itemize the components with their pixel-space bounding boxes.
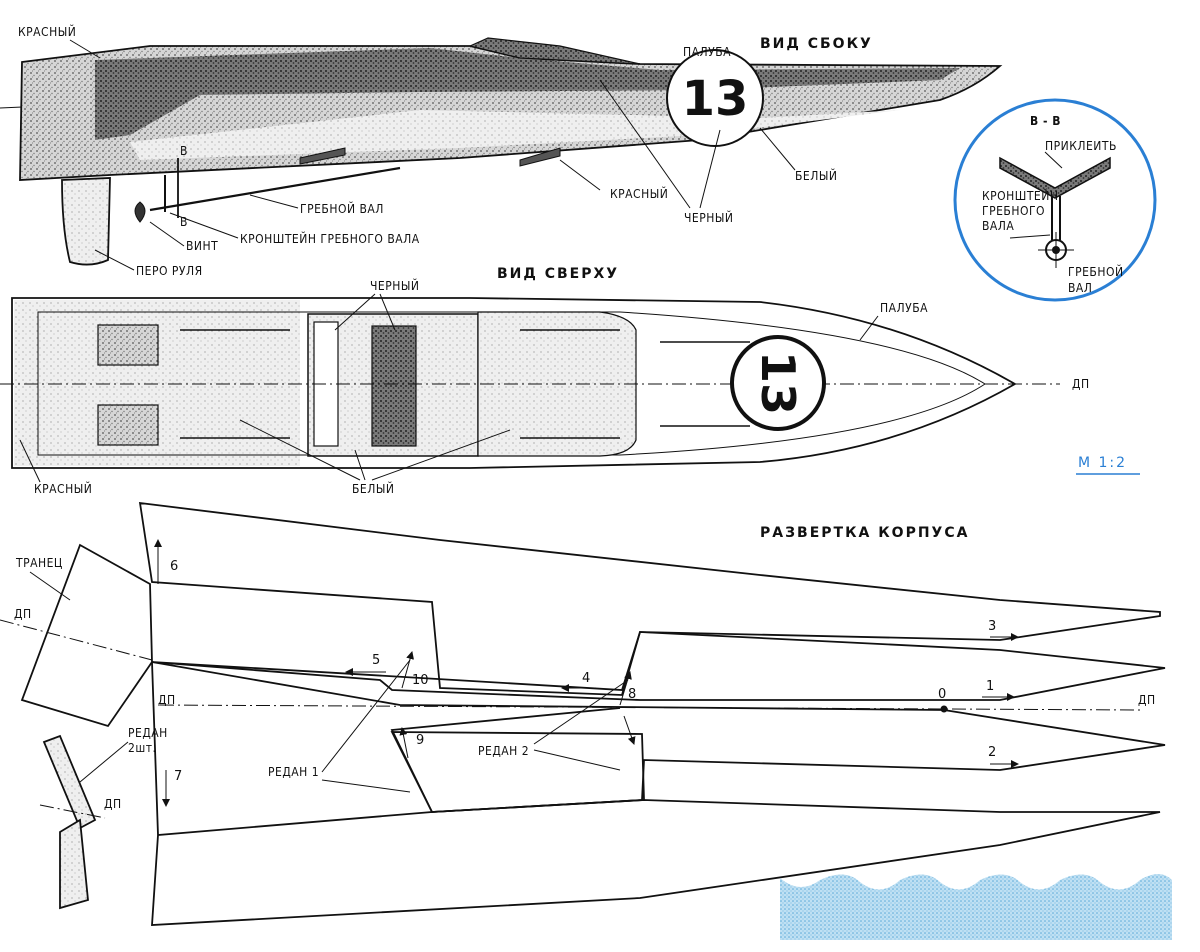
hull-upper-panel	[138, 501, 1161, 696]
label-n6: 6	[170, 559, 178, 574]
section-detail: В - В ПРИКЛЕИТЬ КРОНШТЕЙН ГРЕБНОГО ВАЛА …	[953, 98, 1157, 302]
title-side-view: ВИД СБОКУ	[760, 36, 873, 52]
arrow-redan2-down	[623, 715, 636, 745]
label-red-side: КРАСНЫЙ	[18, 24, 76, 39]
title-top-view: ВИД СВЕРХУ	[497, 266, 619, 282]
label-two-pcs: 2шт.	[128, 741, 156, 755]
boat-number-top: 13	[751, 351, 805, 415]
label-redan-2: РЕДАН 2	[478, 744, 529, 758]
label-red2-side: КРАСНЫЙ	[610, 186, 668, 201]
label-white-top: БЕЛЫЙ	[352, 481, 394, 496]
cockpit-black-seat	[371, 325, 417, 447]
label-redan-1: РЕДАН 1	[268, 765, 319, 779]
section-strut	[1051, 196, 1061, 240]
hull-strip-2	[151, 661, 1166, 813]
label-n1: 1	[986, 679, 994, 694]
section-title: В - В	[1030, 114, 1061, 128]
decorative-water	[780, 874, 1172, 940]
label-red-top: КРАСНЫЙ	[34, 481, 92, 496]
transom-panel	[20, 543, 153, 728]
section-bracket-3: ВАЛА	[982, 219, 1014, 233]
label-black-top: ЧЕРНЫЙ	[370, 278, 419, 293]
label-n8: 8	[628, 687, 636, 702]
number-roundel-side	[666, 49, 764, 147]
label-dp-right: ДП	[1138, 693, 1156, 707]
label-dp-step: ДП	[104, 797, 122, 811]
label-n4: 4	[582, 671, 590, 686]
spray-rail-right	[519, 147, 561, 167]
hull-development: РАЗВЕРТКА КОРПУСА	[0, 501, 1166, 926]
label-n2: 2	[988, 745, 996, 760]
propeller-shaft	[149, 166, 401, 212]
origin-point	[940, 705, 948, 713]
label-shaft: ГРЕБНОЙ ВАЛ	[300, 201, 384, 216]
scale-label: М 1:2	[1078, 455, 1127, 471]
label-bracket: КРОНШТЕЙН ГРЕБНОГО ВАЛА	[240, 231, 420, 246]
section-bracket-1: КРОНШТЕЙН	[982, 188, 1058, 203]
label-n3: 3	[988, 619, 996, 634]
label-dp-center: ДП	[158, 693, 176, 707]
section-bracket-2: ГРЕБНОГО	[982, 204, 1045, 218]
top-red-shade	[14, 300, 300, 466]
cockpit-fairing	[468, 37, 641, 65]
section-circle	[953, 98, 1157, 302]
side-view: 13	[0, 37, 1003, 266]
side-labels: КРАСНЫЙ ВИД СБОКУ ПАЛУБА КРАСНЫЙ БЕЛЫЙ Ч…	[18, 24, 873, 278]
dp-line-step	[39, 804, 106, 819]
label-black-side: ЧЕРНЫЙ	[684, 210, 733, 225]
label-propeller: ВИНТ	[186, 239, 218, 253]
dp-line-transom	[0, 619, 153, 661]
section-shaft-1: ГРЕБНОЙ	[1068, 264, 1124, 279]
label-deck-top: ПАЛУБА	[880, 301, 928, 315]
label-n5: 5	[372, 653, 380, 668]
label-zero: 0	[938, 687, 946, 702]
boat-number-side: 13	[682, 71, 749, 127]
label-dp-top: ДП	[1072, 377, 1090, 391]
label-n10: 10	[412, 673, 429, 688]
section-mark-b-bottom: В	[180, 215, 188, 229]
section-glue: ПРИКЛЕИТЬ	[1045, 139, 1117, 153]
section-mark-b-top: В	[180, 144, 188, 158]
hull-development-labels: ТРАНЕЦ ДП ДП ДП ДП РЕДАН 2шт. РЕДАН 1 РЕ…	[14, 539, 1156, 811]
dp-line-center	[159, 704, 1141, 711]
redan-step-2	[59, 818, 89, 910]
top-labels: ЧЕРНЫЙ ПАЛУБА ДП КРАСНЫЙ БЕЛЫЙ М 1:2	[19, 278, 1140, 496]
spray-rail-left	[299, 147, 346, 165]
label-transom: ТРАНЕЦ	[15, 556, 63, 570]
label-rudder: ПЕРО РУЛЯ	[136, 264, 203, 278]
section-shaft-2: ВАЛ	[1068, 281, 1092, 295]
rear-hatch-right	[97, 404, 159, 446]
redan-1-piece	[390, 731, 645, 813]
hull-strip-1	[151, 631, 1166, 701]
deck-slots	[180, 329, 750, 439]
title-hull-development: РАЗВЕРТКА КОРПУСА	[760, 525, 969, 541]
top-view: ВИД СВЕРХУ 13	[0, 266, 1060, 469]
hull-lower-panel	[151, 661, 1161, 926]
rudder-blade	[61, 177, 111, 266]
section-hull-v	[999, 156, 1111, 199]
label-white-side: БЕЛЫЙ	[795, 168, 837, 183]
propeller	[134, 201, 146, 223]
label-redan-count: РЕДАН	[128, 726, 168, 740]
redan-step-1	[42, 734, 97, 830]
label-n7: 7	[174, 769, 182, 784]
rear-hatch-left	[97, 324, 159, 366]
label-deck-side: ПАЛУБА	[683, 45, 731, 59]
number-roundel-top	[730, 335, 826, 431]
label-dp-left: ДП	[14, 607, 32, 621]
label-n9: 9	[416, 733, 424, 748]
